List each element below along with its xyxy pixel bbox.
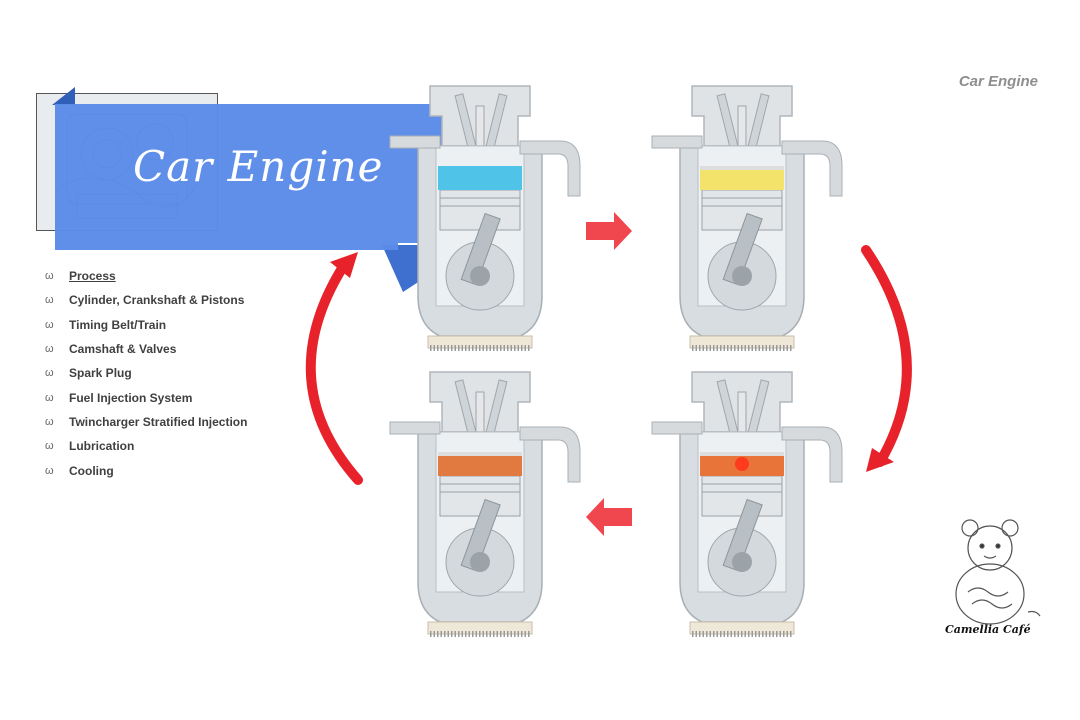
curved-arrow-up-icon xyxy=(305,252,363,485)
engine-stage-intake xyxy=(389,86,581,348)
arrow-left-icon xyxy=(586,498,632,536)
bullet-icon: ω xyxy=(45,415,54,428)
engine-stage-combustion xyxy=(651,372,843,634)
engine-stage-exhaust xyxy=(389,372,581,634)
bullet-icon: ω xyxy=(45,270,54,283)
bullet-icon: ω xyxy=(45,391,54,404)
bullet-icon: ω xyxy=(45,440,54,453)
camellia-cafe-logo xyxy=(955,519,1041,625)
curved-arrow-down-icon xyxy=(861,245,912,472)
bullet-icon: ω xyxy=(45,294,54,307)
banner-title: Car Engine xyxy=(133,142,384,191)
bullet-icon: ω xyxy=(45,464,54,477)
engine-stage-compression xyxy=(651,86,843,348)
bullet-icon: ω xyxy=(45,367,54,380)
bullet-icon: ω xyxy=(45,318,54,331)
arrow-right-icon xyxy=(586,212,632,250)
bullet-icon: ω xyxy=(45,343,54,356)
header-title: Car Engine xyxy=(958,73,1038,90)
logo-text: Camellia Café xyxy=(945,623,1031,636)
